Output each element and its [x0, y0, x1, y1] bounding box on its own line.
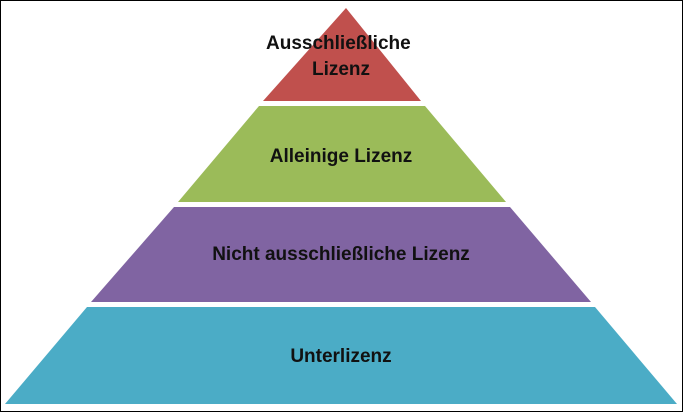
tier-non-exclusive-license: Nicht ausschließliche Lizenz [91, 207, 591, 302]
tier-exclusive-label-line-1: Ausschließliche [266, 33, 411, 54]
tier-exclusive-license: Ausschließliche Lizenz [263, 8, 421, 101]
tier-sublicense-label: Unterlizenz [290, 346, 391, 367]
tier-exclusive-label-line-2: Lizenz [312, 59, 370, 80]
tier-exclusive-shape [263, 8, 421, 101]
tier-sole-license: Alleinige Lizenz [178, 106, 506, 202]
tier-sole-label: Alleinige Lizenz [270, 146, 413, 167]
svg-text:Ausschließliche Lizenz: Ausschließliche Lizenz [266, 33, 416, 80]
tier-non-exclusive-label: Nicht ausschließliche Lizenz [212, 244, 470, 265]
tier-non-exclusive-shape [91, 207, 591, 302]
tier-sublicense-shape [5, 307, 677, 404]
tier-sublicense: Unterlizenz [5, 307, 677, 404]
tier-sole-shape [178, 106, 506, 202]
